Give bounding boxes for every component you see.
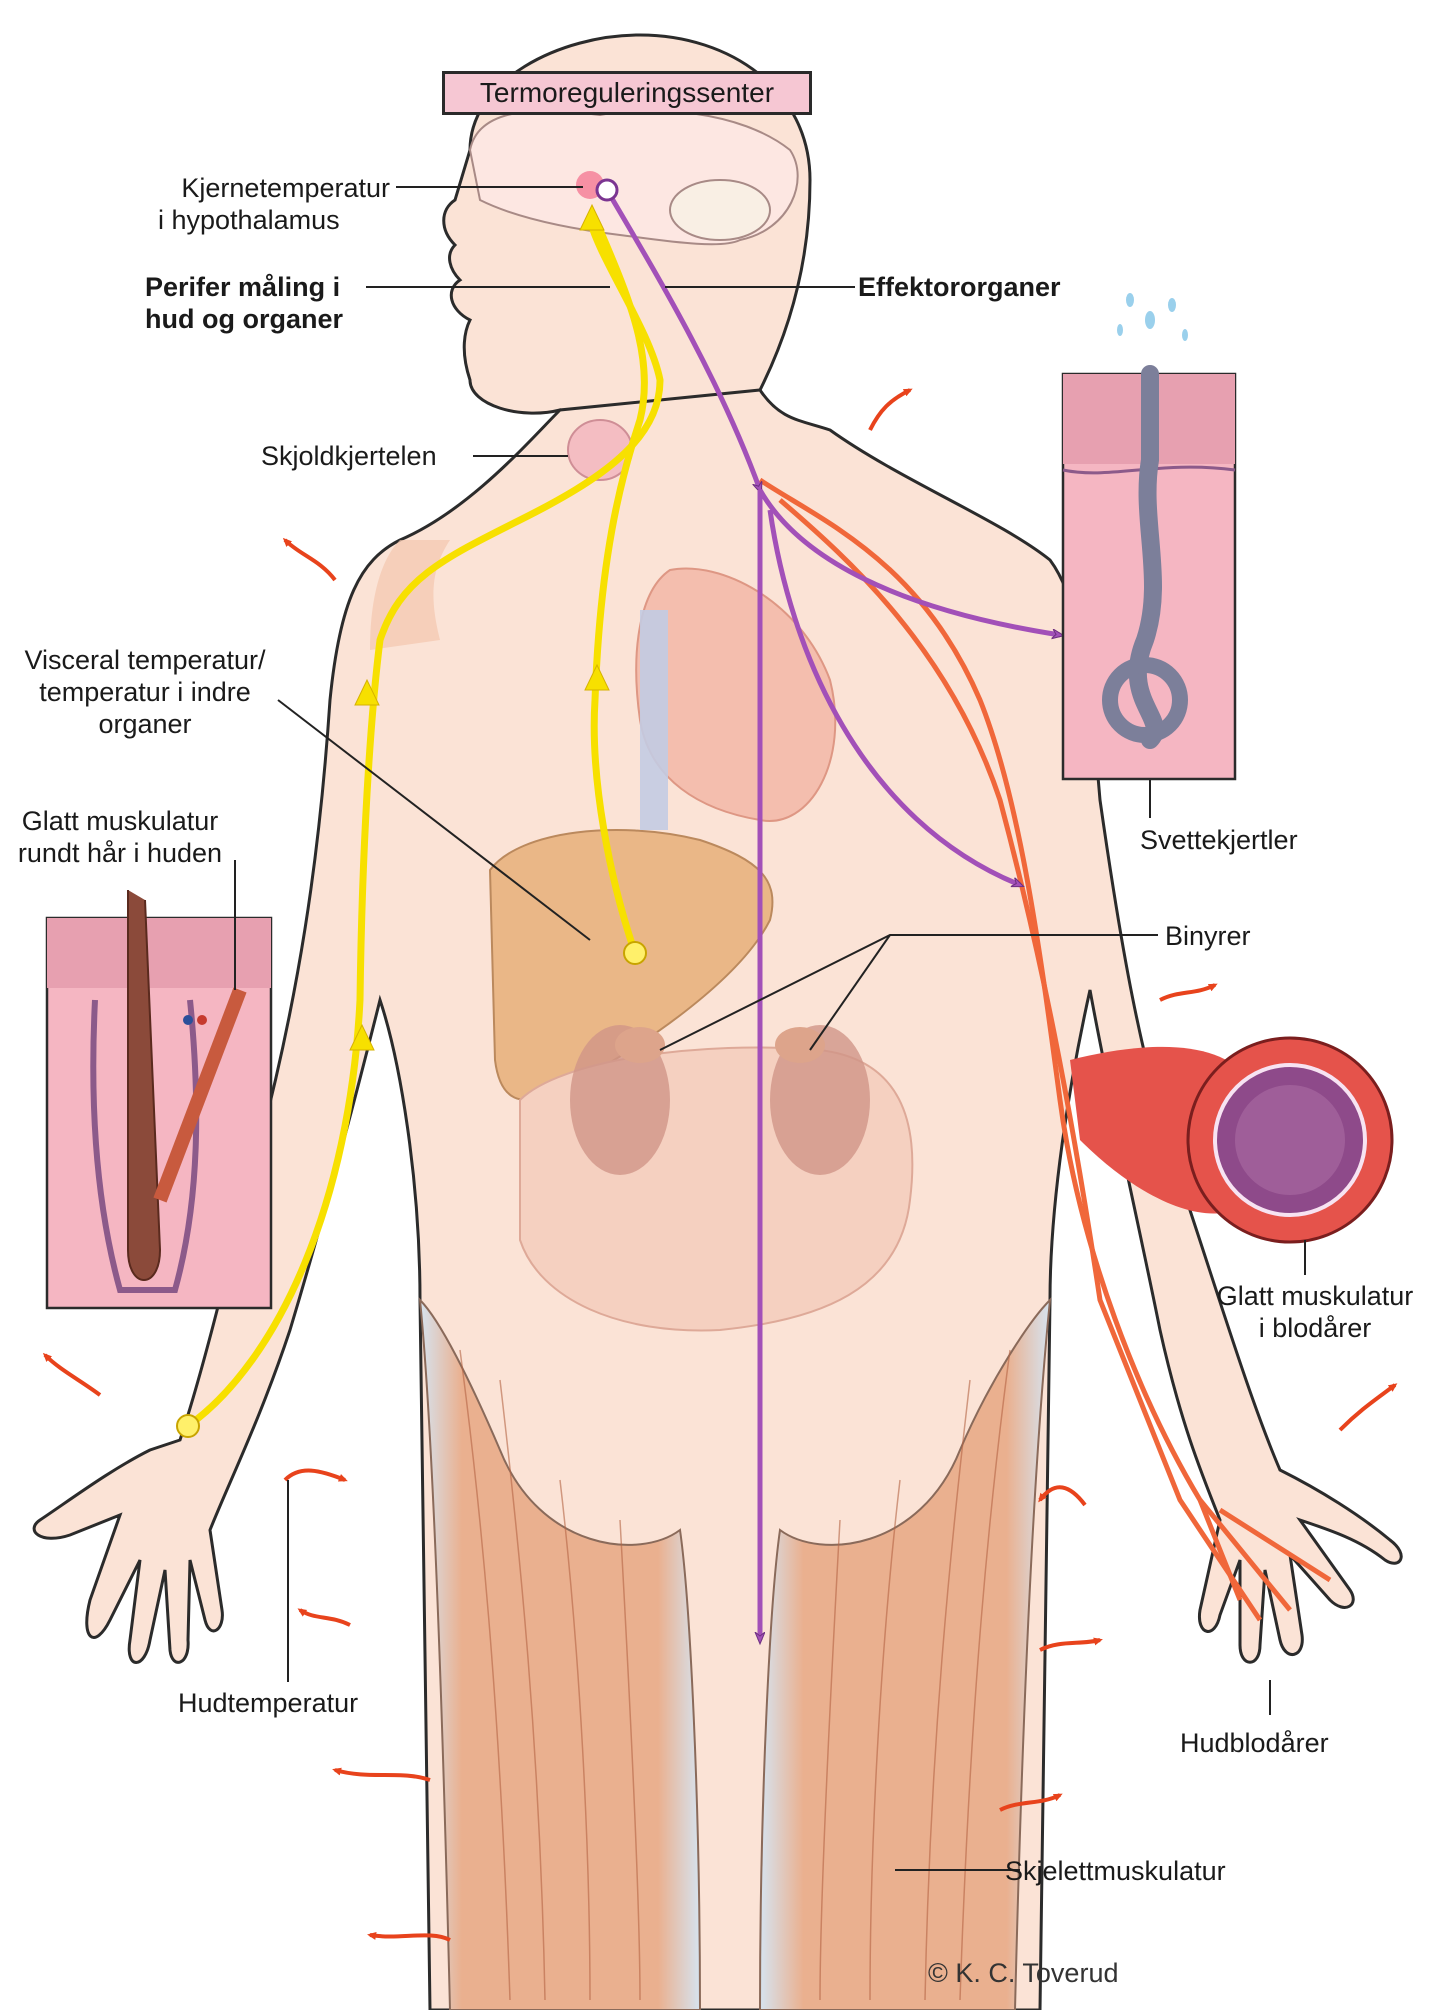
thermoregulatory-center-node <box>595 178 619 202</box>
visceral-sensor-point <box>623 941 647 965</box>
adrenal-label: Binyrer <box>1165 921 1251 951</box>
visceral-temp-label: Visceral temperatur/ temperatur i indre … <box>0 644 290 740</box>
sweat-duct <box>1128 365 1164 749</box>
vena-cava <box>640 610 668 830</box>
left-thigh <box>418 1297 702 2011</box>
peripheral-line1: Perifer måling i <box>145 272 341 302</box>
efferent-to-sweat <box>757 488 1060 635</box>
arrector-pili <box>153 987 247 1203</box>
skeletal-muscle-label: Skjelettmuskulatur <box>1005 1856 1226 1886</box>
effector-organs-label: Effektororganer <box>858 272 1061 302</box>
sweat-drops <box>1117 293 1188 341</box>
skin-afferent <box>184 216 664 1430</box>
peripheral-line2: hud og organer <box>145 304 343 334</box>
visceral-line3: organer <box>98 709 192 739</box>
copyright-credit: © K. C. Toverud <box>928 1958 1119 1988</box>
smooth-hair-line1: Glatt muskulatur <box>21 806 219 836</box>
leg-muscles <box>418 1297 1052 2011</box>
heart <box>635 567 837 822</box>
right-adrenal <box>775 1027 825 1063</box>
visceral-line1: Visceral temperatur/ <box>24 645 266 675</box>
core-temp-label: Kjernetemperatur i hypothalamus <box>140 172 390 236</box>
leader-lines <box>234 186 1306 1871</box>
cerebellum <box>669 179 771 241</box>
visceral-line2: temperatur i indre <box>39 677 251 707</box>
core-temp-line2: i hypothalamus <box>158 205 340 235</box>
peripheral-measure-label: Perifer måling i hud og organer <box>145 271 343 335</box>
skin-vessels-label: Hudblodårer <box>1180 1728 1329 1758</box>
efferent-to-vessels <box>767 509 1020 888</box>
thyroid-label: Skjoldkjertelen <box>261 441 437 471</box>
thermoregulatory-center-title: Termoreguleringssenter <box>442 71 812 115</box>
sweat-gland-inset <box>1061 293 1237 781</box>
heat-waves <box>42 388 1398 1942</box>
skin-temp-label: Hudtemperatur <box>178 1688 359 1718</box>
efferent-pathways <box>604 188 1060 1640</box>
afferent-pathways <box>184 216 664 1430</box>
smooth-muscle-vessel-label: Glatt muskulatur i blodårer <box>1195 1280 1435 1344</box>
smooth-vessel-line1: Glatt muskulatur <box>1216 1281 1414 1311</box>
right-thigh <box>758 1297 1052 2011</box>
sweat-glands-label: Svettekjertler <box>1140 825 1298 855</box>
left-adrenal <box>615 1027 665 1063</box>
smooth-muscle-hair-label: Glatt muskulatur rundt hår i huden <box>0 805 240 869</box>
smooth-hair-line2: rundt hår i huden <box>17 838 223 868</box>
blood-vessel-inset <box>1070 1036 1394 1244</box>
afferent-arrowheads <box>349 203 610 1051</box>
core-temp-line1: Kjernetemperatur <box>181 173 390 203</box>
efferent-main <box>604 188 760 490</box>
hair-shaft <box>127 890 162 1281</box>
smooth-vessel-line2: i blodårer <box>1258 1313 1372 1343</box>
hair-follicle-inset <box>45 890 273 1310</box>
skin-sensor-point <box>176 1414 200 1438</box>
visceral-afferent <box>590 226 648 957</box>
